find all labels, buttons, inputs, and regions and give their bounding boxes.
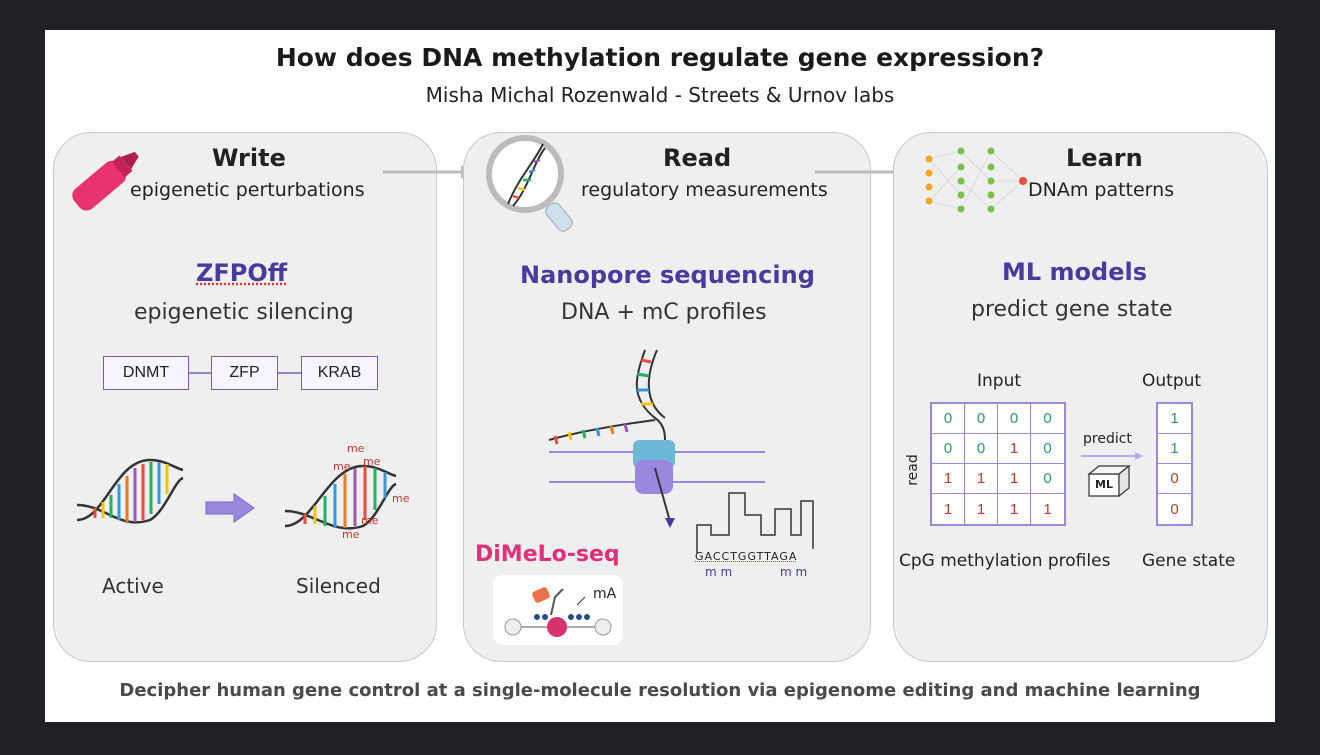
read-panel bbox=[463, 132, 871, 662]
fusion-connector bbox=[189, 372, 301, 374]
matrix-cell: 1 bbox=[932, 464, 965, 494]
matrix-cell: 0 bbox=[965, 434, 998, 464]
mod-marks-right: m m bbox=[780, 565, 808, 579]
matrix-cell: 1 bbox=[965, 494, 998, 524]
dimelo-title: DiMeLo-seq bbox=[475, 542, 620, 567]
matrix-cell: 1 bbox=[932, 494, 965, 524]
output-cell: 1 bbox=[1158, 434, 1191, 464]
matrix-cell: 1 bbox=[998, 494, 1031, 524]
sequence-label: GACCTGGTTAGA bbox=[695, 550, 798, 563]
write-panel bbox=[53, 132, 437, 662]
signal-trace bbox=[696, 492, 814, 553]
predict-arrow-icon bbox=[1081, 452, 1143, 460]
methylation-caption: CpG methylation profiles bbox=[899, 551, 1111, 571]
ml-cube-icon bbox=[1087, 464, 1131, 498]
gene-state-caption: Gene state bbox=[1142, 551, 1236, 571]
output-cell: 0 bbox=[1158, 464, 1191, 494]
magnifier-dna-icon bbox=[486, 135, 573, 232]
read-heading: Read bbox=[663, 144, 732, 172]
transition-arrow-icon bbox=[205, 493, 255, 523]
matrix-cell: 0 bbox=[932, 434, 965, 464]
nanopore-title: Nanopore sequencing bbox=[520, 261, 815, 289]
learn-subheading: DNAm patterns bbox=[1028, 179, 1175, 201]
write-heading: Write bbox=[212, 144, 286, 172]
me-mark: me bbox=[333, 460, 351, 473]
krab-box: KRAB bbox=[301, 356, 378, 390]
write-subheading: epigenetic perturbations bbox=[130, 179, 365, 201]
ml-models-title: ML models bbox=[1002, 258, 1147, 286]
nanopore-diagram bbox=[548, 349, 765, 528]
matrix-cell: 1 bbox=[998, 464, 1031, 494]
output-cell: 1 bbox=[1158, 404, 1191, 434]
zfp-box: ZFP bbox=[211, 356, 278, 390]
input-label: Input bbox=[977, 371, 1022, 391]
footer-caption: Decipher human gene control at a single-… bbox=[119, 680, 1201, 701]
matrix-cell: 0 bbox=[965, 404, 998, 434]
matrix-cell: 1 bbox=[965, 464, 998, 494]
active-dna-icon bbox=[76, 458, 184, 524]
matrix-cell: 0 bbox=[998, 404, 1031, 434]
learn-panel bbox=[893, 132, 1268, 662]
learn-heading: Learn bbox=[1066, 144, 1143, 172]
dimelo-icon bbox=[493, 575, 623, 645]
flow-arrow-icon bbox=[815, 165, 905, 179]
page-subtitle: Misha Michal Rozenwald - Streets & Urnov… bbox=[425, 83, 895, 107]
nanopore-subtitle: DNA + mC profiles bbox=[561, 300, 767, 325]
marker-icon bbox=[72, 151, 139, 211]
me-mark: me bbox=[361, 514, 379, 527]
read-subheading: regulatory measurements bbox=[581, 179, 828, 201]
zfpoff-title: ZFPOff bbox=[196, 259, 288, 287]
matrix-cell: 1 bbox=[998, 434, 1031, 464]
matrix-cell: 0 bbox=[1031, 434, 1064, 464]
ml-models-subtitle: predict gene state bbox=[971, 297, 1173, 322]
matrix-cell: 1 bbox=[1043, 500, 1052, 518]
me-mark: me bbox=[347, 442, 365, 455]
read-axis-label: read bbox=[904, 454, 921, 486]
me-mark: me bbox=[392, 492, 410, 505]
active-label: Active bbox=[102, 574, 164, 598]
neural-network-icon bbox=[925, 147, 1027, 213]
me-mark: me bbox=[363, 455, 381, 468]
mod-marks-left: m m bbox=[705, 565, 733, 579]
slide: How does DNA methylation regulate gene e… bbox=[45, 30, 1275, 722]
dnmt-box: DNMT bbox=[103, 356, 189, 390]
dimelo-ma-label: mA bbox=[593, 586, 617, 602]
silenced-dna-icon bbox=[284, 464, 397, 530]
zfpoff-subtitle: epigenetic silencing bbox=[134, 300, 354, 325]
me-mark: me bbox=[342, 528, 360, 541]
silenced-label: Silenced bbox=[296, 574, 381, 598]
flow-arrow-icon bbox=[383, 165, 473, 179]
page-title: How does DNA methylation regulate gene e… bbox=[275, 43, 1045, 72]
matrix-cell: 0 bbox=[932, 404, 965, 434]
ml-cube-label: ML bbox=[1095, 478, 1113, 491]
output-cell: 0 bbox=[1170, 500, 1179, 518]
predict-label: predict bbox=[1083, 431, 1132, 447]
matrix-cell: 0 bbox=[1031, 404, 1064, 434]
matrix-cell: 0 bbox=[1031, 464, 1064, 494]
output-label: Output bbox=[1142, 371, 1202, 391]
